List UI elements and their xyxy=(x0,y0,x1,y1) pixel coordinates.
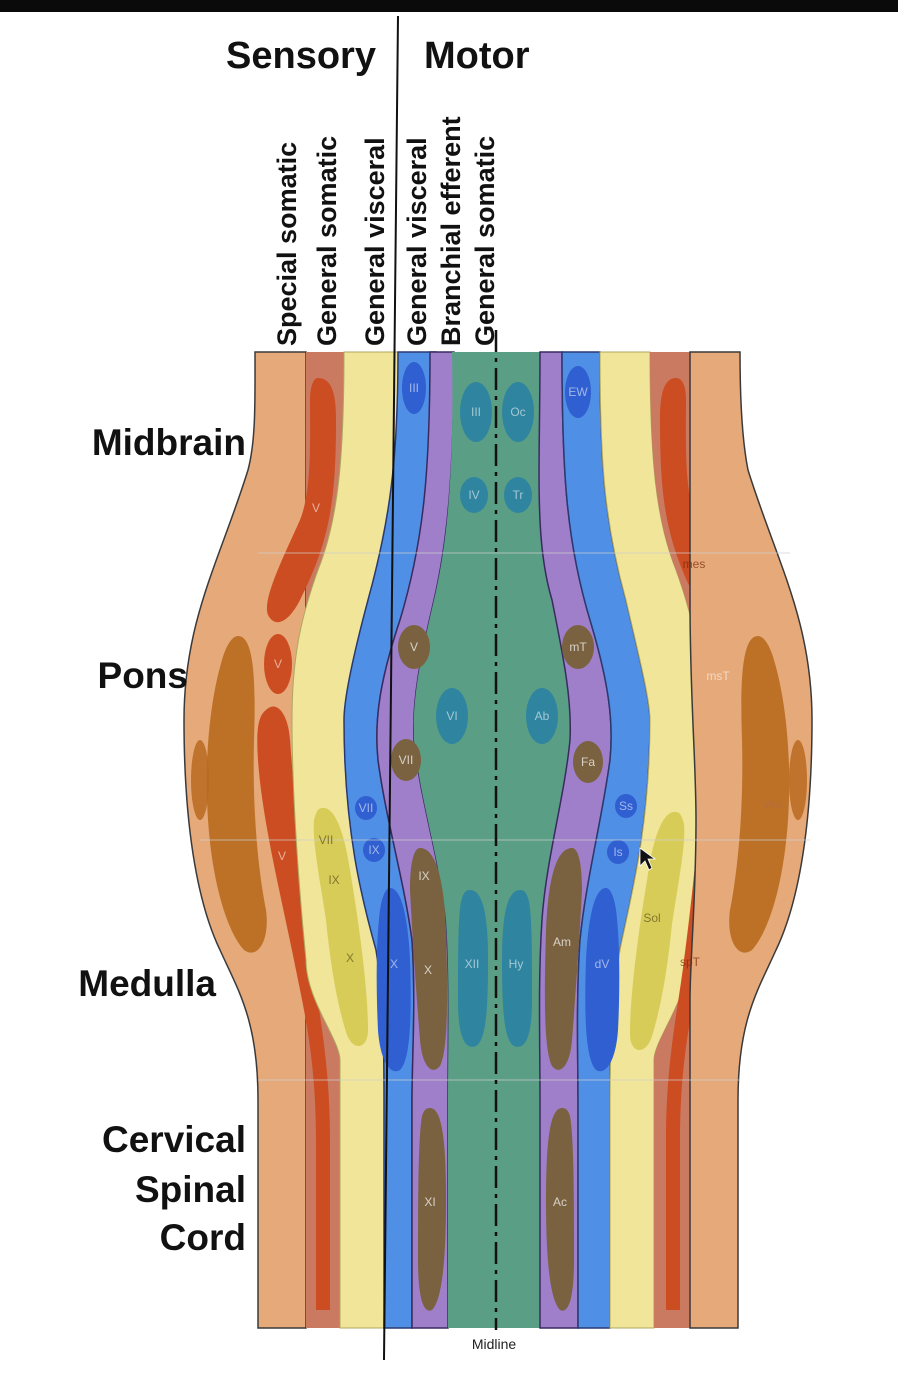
label-left-vi: VI xyxy=(446,709,457,723)
label-left-vii-motor: VII xyxy=(399,753,414,767)
left-red-strip-lower xyxy=(257,706,330,1310)
right-nucleus-am xyxy=(544,848,582,1070)
region-label-spinal: Spinal xyxy=(135,1169,246,1210)
left-nucleus-xii xyxy=(458,890,488,1047)
right-vestibular-nucleus xyxy=(729,636,790,953)
region-label-cervical: Cervical xyxy=(102,1119,246,1160)
header-sensory: Sensory xyxy=(226,35,376,77)
right-nucleus-fa xyxy=(573,741,603,783)
region-label-cord: Cord xyxy=(160,1217,246,1258)
left-nucleus-oculomotor-gv xyxy=(402,362,426,414)
label-left-ix-gv: IX xyxy=(368,843,379,857)
label-left-v-sens-2: V xyxy=(274,657,282,671)
label-right-spt: spT xyxy=(680,955,701,969)
left-nucleus-vi xyxy=(436,688,468,744)
label-right-ew: EW xyxy=(568,385,588,399)
sensory-motor-divider xyxy=(383,15,399,1361)
left-nucleus-x-gv xyxy=(376,888,411,1072)
column-label-4: Branchial efferent xyxy=(436,116,466,346)
label-right-mt: mT xyxy=(569,640,587,654)
right-nucleus-oc xyxy=(502,382,534,442)
left-solitary-nucleus xyxy=(313,807,368,1047)
left-nucleus-ambiguus xyxy=(410,848,448,1070)
label-right-mst: msT xyxy=(706,669,730,683)
label-right-hy: Hy xyxy=(509,957,524,971)
left-general-somatic-band xyxy=(292,352,344,1328)
left-nucleus-vii-motor xyxy=(391,739,421,781)
label-left-vii-sol: VII xyxy=(319,833,334,847)
label-left-v-sens-1: V xyxy=(312,501,320,515)
left-red-strip-upper xyxy=(266,378,336,623)
label-left-v-sens-3: V xyxy=(278,849,286,863)
label-left-ix-motor: IX xyxy=(418,869,429,883)
label-left-xi: XI xyxy=(424,1195,435,1209)
right-nucleus-ew xyxy=(565,366,591,418)
right-nucleus-ss xyxy=(615,794,637,818)
right-nucleus-is xyxy=(607,840,629,864)
label-left-iii: III xyxy=(471,405,481,419)
label-left-x-sol: X xyxy=(346,951,354,965)
label-right-fa: Fa xyxy=(581,755,595,769)
label-left-xii: XII xyxy=(465,957,480,971)
column-label-2: General visceral xyxy=(360,137,390,346)
region-label-medulla: Medulla xyxy=(78,963,216,1004)
region-lines xyxy=(200,552,810,1081)
label-left-ix-sol: IX xyxy=(328,873,339,887)
label-left-x-motor: X xyxy=(424,963,432,977)
header-motor: Motor xyxy=(424,35,530,77)
top-bar xyxy=(0,0,898,12)
right-nucleus-labels: Oc Tr mT Ab Fa Hy Am Ac EW Ss Is dV Sol … xyxy=(509,385,782,1209)
label-right-ab: Ab xyxy=(535,709,550,723)
label-right-oc: Oc xyxy=(510,405,525,419)
right-nucleus-ab xyxy=(526,688,558,744)
right-nucleus-hy xyxy=(502,890,532,1047)
label-right-sol: Sol xyxy=(643,911,660,925)
right-nucleus-mt xyxy=(562,625,594,669)
right-solitary-nucleus xyxy=(630,811,685,1051)
label-right-is: Is xyxy=(613,845,622,859)
left-nucleus-v-motor xyxy=(398,625,430,669)
left-vestibular-small xyxy=(191,740,209,820)
label-right-ss: Ss xyxy=(619,799,633,813)
column-label-3: General visceral xyxy=(402,137,432,346)
right-nucleus-tr xyxy=(504,477,532,513)
left-red-strip-mid xyxy=(264,634,292,694)
right-general-somatic-band xyxy=(650,352,702,1328)
left-nucleus-xi xyxy=(418,1108,446,1311)
column-label-1: General somatic xyxy=(312,136,342,346)
column-label-5: General somatic xyxy=(470,136,500,346)
label-left-x-gv: X xyxy=(390,957,398,971)
region-label-midbrain: Midbrain xyxy=(92,422,246,463)
label-left-v-motor: V xyxy=(410,640,418,654)
label-right-dv: dV xyxy=(595,957,610,971)
column-label-0: Special somatic xyxy=(272,142,302,346)
right-nucleus-ac xyxy=(546,1108,574,1311)
label-right-am: Am xyxy=(553,935,571,949)
right-vestibular-small xyxy=(789,740,807,820)
label-left-vii-gv: VII xyxy=(359,801,374,815)
mouse-cursor-icon xyxy=(639,847,657,871)
right-nucleus-dv xyxy=(585,888,620,1072)
left-nucleus-iv xyxy=(460,477,488,513)
left-nucleus-vii-gv xyxy=(355,796,377,820)
left-nucleus-iii xyxy=(460,382,492,442)
left-nucleus-ix-gv xyxy=(363,838,385,862)
region-label-pons: Pons xyxy=(98,655,188,696)
label-right-ac: Ac xyxy=(553,1195,567,1209)
left-nucleus-labels: III III IV V VI VII IX X XI XII V V V VI… xyxy=(274,381,481,1209)
left-vestibular-nucleus xyxy=(206,636,267,953)
label-left-iii-gv: III xyxy=(409,381,419,395)
label-left-iv: IV xyxy=(468,488,479,502)
label-right-tr: Tr xyxy=(513,488,524,502)
label-right-mes: mes xyxy=(683,557,706,571)
label-right-ves: Ves xyxy=(762,797,782,811)
midline-label: Midline xyxy=(472,1336,517,1352)
